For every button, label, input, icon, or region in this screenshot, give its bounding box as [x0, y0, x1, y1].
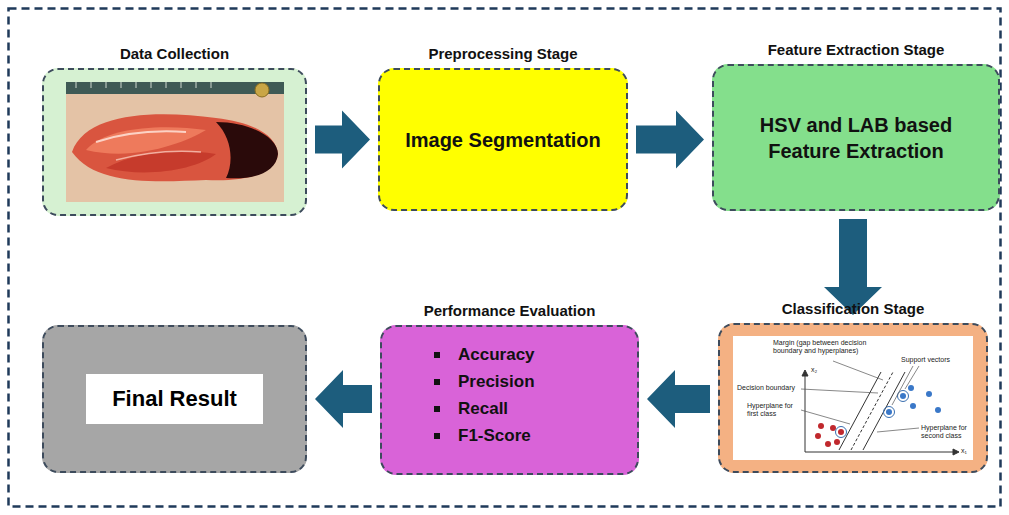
- stage-heading: Classification Stage: [782, 300, 925, 317]
- drawing-part: [830, 425, 836, 431]
- metric-item: Precision: [434, 368, 627, 395]
- drawing-part: [818, 423, 824, 429]
- stage-heading: Data Collection: [120, 45, 229, 62]
- metric-name: Precision: [458, 372, 535, 392]
- stage-heading: Performance Evaluation: [424, 302, 596, 319]
- drawing-part: [833, 361, 883, 380]
- classification-box: Classification Stage: [718, 323, 988, 473]
- plot-annotation: Support vectors: [901, 356, 950, 364]
- drawing-part: [76, 82, 77, 88]
- plot-annotation: Decision boundary: [737, 384, 795, 392]
- flow-arrow: [636, 111, 704, 169]
- drawing-part: [255, 83, 269, 97]
- metric-name: Accuracy: [458, 345, 535, 365]
- drawing-part: [181, 82, 182, 88]
- drawing-part: [801, 410, 850, 424]
- flow-arrow: [647, 370, 710, 428]
- svm-plot: [733, 336, 973, 460]
- metric-name: Recall: [458, 399, 508, 419]
- drawing-part: [839, 372, 881, 450]
- wound-photo: [66, 82, 284, 202]
- drawing-part: [886, 409, 892, 415]
- drawing-part: [116, 151, 201, 160]
- drawing-part: [851, 372, 893, 450]
- drawing-part: [733, 336, 973, 460]
- drawing-part: [884, 391, 909, 418]
- drawing-part: [892, 366, 913, 405]
- plot-annotation: Margin (gap between decision boundary an…: [773, 339, 893, 356]
- stage-text: Image Segmentation: [405, 127, 601, 153]
- drawing-part: [72, 114, 278, 181]
- bullet-square: [434, 379, 440, 385]
- drawing-part: [910, 403, 916, 409]
- drawing-part: [106, 151, 216, 172]
- drawing-part: [953, 449, 959, 455]
- metric-item: Recall: [434, 395, 627, 422]
- drawing-part: [66, 82, 284, 94]
- evaluation-box: Performance EvaluationAccuracyPrecisionR…: [380, 325, 639, 475]
- metric-item: F1-Score: [434, 422, 627, 449]
- plot-annotation: Hyperplane for first class: [747, 402, 799, 419]
- drawing-part: [838, 429, 844, 435]
- stage-text: HSV and LAB based Feature Extraction: [728, 112, 984, 164]
- drawing-part: [86, 127, 206, 154]
- bullet-square: [434, 352, 440, 358]
- plot-annotation: x₁: [961, 447, 967, 455]
- drawing-part: [900, 393, 906, 399]
- drawing-part: [166, 82, 167, 88]
- drawing-part: [211, 82, 212, 88]
- drawing-part: [801, 361, 919, 432]
- stage-heading: Preprocessing Stage: [428, 45, 577, 62]
- drawing-part: [216, 122, 278, 178]
- drawing-part: [802, 370, 959, 455]
- result-content: Final Result: [44, 327, 305, 471]
- drawing-part: [935, 407, 941, 413]
- drawing-part: [839, 372, 905, 450]
- flow-arrow: [315, 111, 370, 169]
- bullet-square: [434, 406, 440, 412]
- metric-item: Accuracy: [434, 341, 627, 368]
- feature-extraction-box: Feature Extraction StageHSV and LAB base…: [712, 64, 1000, 211]
- drawing-part: [96, 131, 186, 142]
- drawing-part: [908, 385, 914, 391]
- metric-list: AccuracyPrecisionRecallF1-Score: [382, 327, 637, 459]
- drawing-part: [106, 82, 107, 88]
- stage-content: HSV and LAB based Feature Extraction: [714, 66, 998, 209]
- data-collection-box: Data Collection: [42, 68, 307, 216]
- drawing-part: [877, 428, 919, 432]
- drawing-part: [196, 82, 197, 88]
- drawing-part: [836, 427, 847, 438]
- drawing-part: [76, 82, 211, 88]
- stage-content: Image Segmentation: [380, 70, 626, 209]
- drawing-part: [801, 389, 878, 393]
- flow-arrow: [315, 370, 372, 428]
- stage-heading: Feature Extraction Stage: [768, 41, 945, 58]
- final-result-box: Final Result: [42, 325, 307, 473]
- drawing-part: [151, 82, 152, 88]
- metric-name: F1-Score: [458, 426, 531, 446]
- drawing-part: [121, 82, 122, 88]
- drawing-part: [9, 9, 1001, 507]
- preprocessing-box: Preprocessing StageImage Segmentation: [378, 68, 628, 211]
- plot-annotation: x₂: [811, 366, 817, 374]
- drawing-part: [66, 82, 284, 202]
- drawing-part: [91, 82, 92, 88]
- drawing-part: [805, 374, 806, 452]
- drawing-part: [884, 407, 895, 418]
- drawing-part: [825, 441, 831, 447]
- drawing-part: [815, 433, 821, 439]
- result-label: Final Result: [86, 374, 263, 425]
- bullet-square: [434, 433, 440, 439]
- drawing-part: [834, 439, 840, 445]
- drawing-part: [863, 372, 905, 450]
- drawing-part: [805, 452, 955, 453]
- drawing-part: [802, 370, 808, 376]
- drawing-part: [136, 82, 137, 88]
- drawing-part: [926, 391, 932, 397]
- plot-annotation: Hyperplane for second class: [921, 424, 971, 441]
